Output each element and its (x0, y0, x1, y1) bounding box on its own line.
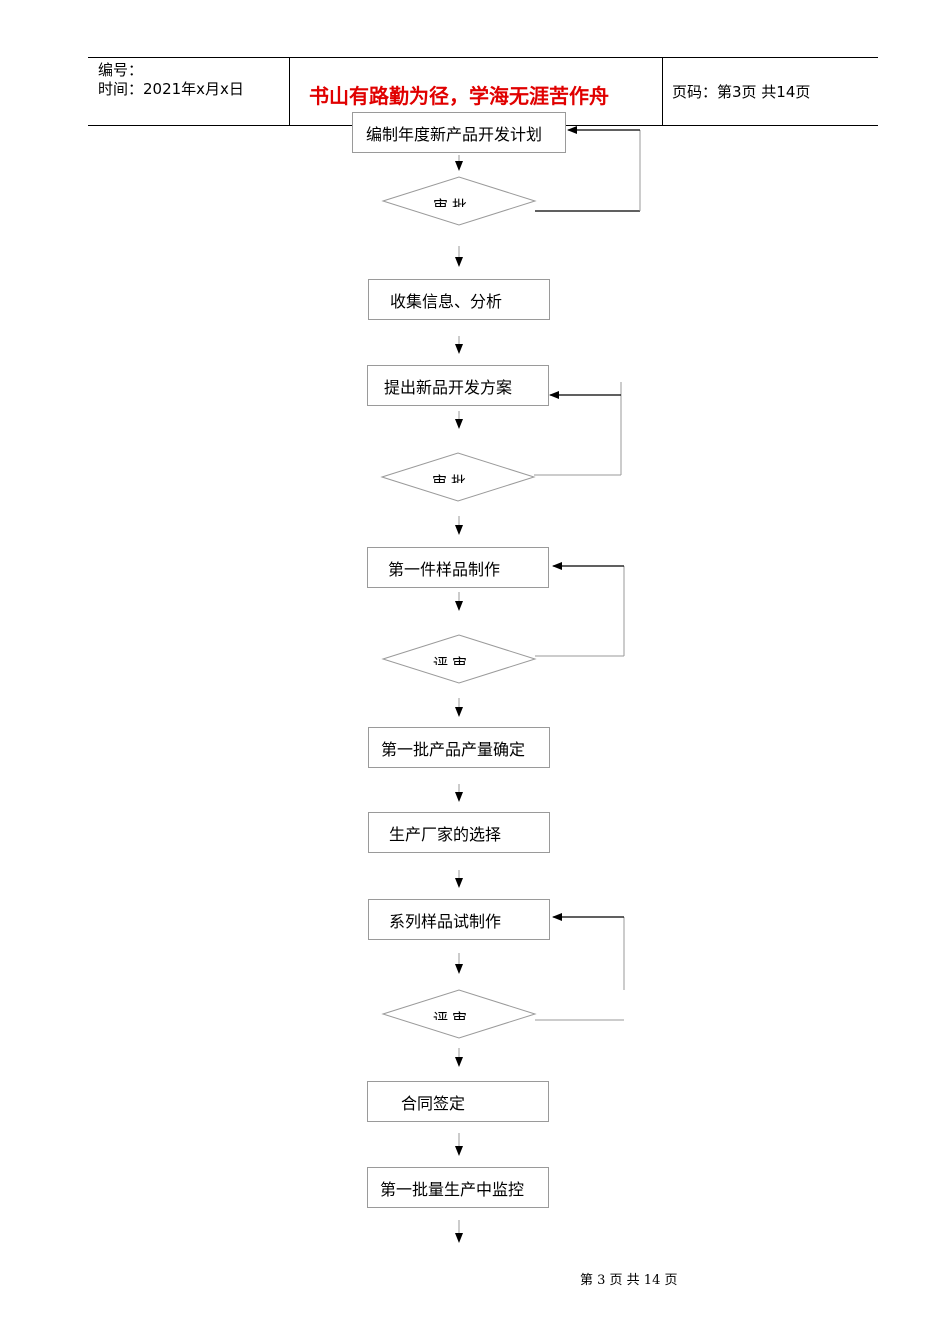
step-series-samples-label: 系列样品试制作 (389, 911, 502, 931)
header-top-border (88, 57, 878, 58)
step-propose-plan: 提出新品开发方案 (367, 365, 549, 406)
header-divider-right (662, 57, 663, 126)
decision-diamond-3 (381, 634, 537, 684)
decision-diamond-2 (380, 452, 536, 502)
document-number-label: 编号： (98, 61, 144, 79)
step-sign-contract-label: 合同签定 (401, 1093, 466, 1113)
step-select-manufacturer-label: 生产厂家的选择 (389, 824, 502, 844)
page-footer: 第 3 页 共 14 页 (580, 1273, 678, 1288)
step-annual-plan: 编制年度新产品开发计划 (352, 112, 566, 153)
step-collect-info-label: 收集信息、分析 (390, 291, 503, 311)
step-first-sample-label: 第一件样品制作 (388, 559, 501, 579)
step-collect-info: 收集信息、分析 (368, 279, 550, 320)
step-first-batch-quantity: 第一批产品产量确定 (368, 727, 550, 768)
step-annual-plan-label: 编制年度新产品开发计划 (366, 124, 543, 144)
decision-3-label: 评审 (433, 655, 472, 665)
decision-diamond-4 (381, 989, 537, 1039)
header-divider-left (289, 57, 290, 126)
document-time-label: 时间：2021年x月x日 (98, 80, 244, 98)
step-first-sample: 第一件样品制作 (367, 547, 549, 588)
decision-2-label: 审批 (432, 473, 471, 483)
step-production-monitoring: 第一批量生产中监控 (367, 1167, 549, 1208)
step-propose-plan-label: 提出新品开发方案 (384, 377, 513, 397)
step-sign-contract: 合同签定 (367, 1081, 549, 1122)
step-first-batch-quantity-label: 第一批产品产量确定 (381, 739, 526, 759)
header-motto: 书山有路勤为径，学海无涯苦作舟 (309, 84, 609, 108)
decision-4-label: 评审 (433, 1010, 472, 1020)
step-select-manufacturer: 生产厂家的选择 (368, 812, 550, 853)
header-page-info: 页码：第3页 共14页 (672, 83, 811, 101)
decision-diamond-1 (381, 176, 537, 226)
step-series-samples: 系列样品试制作 (368, 899, 550, 940)
decision-1-label: 审批 (433, 197, 472, 207)
step-production-monitoring-label: 第一批量生产中监控 (380, 1179, 525, 1199)
